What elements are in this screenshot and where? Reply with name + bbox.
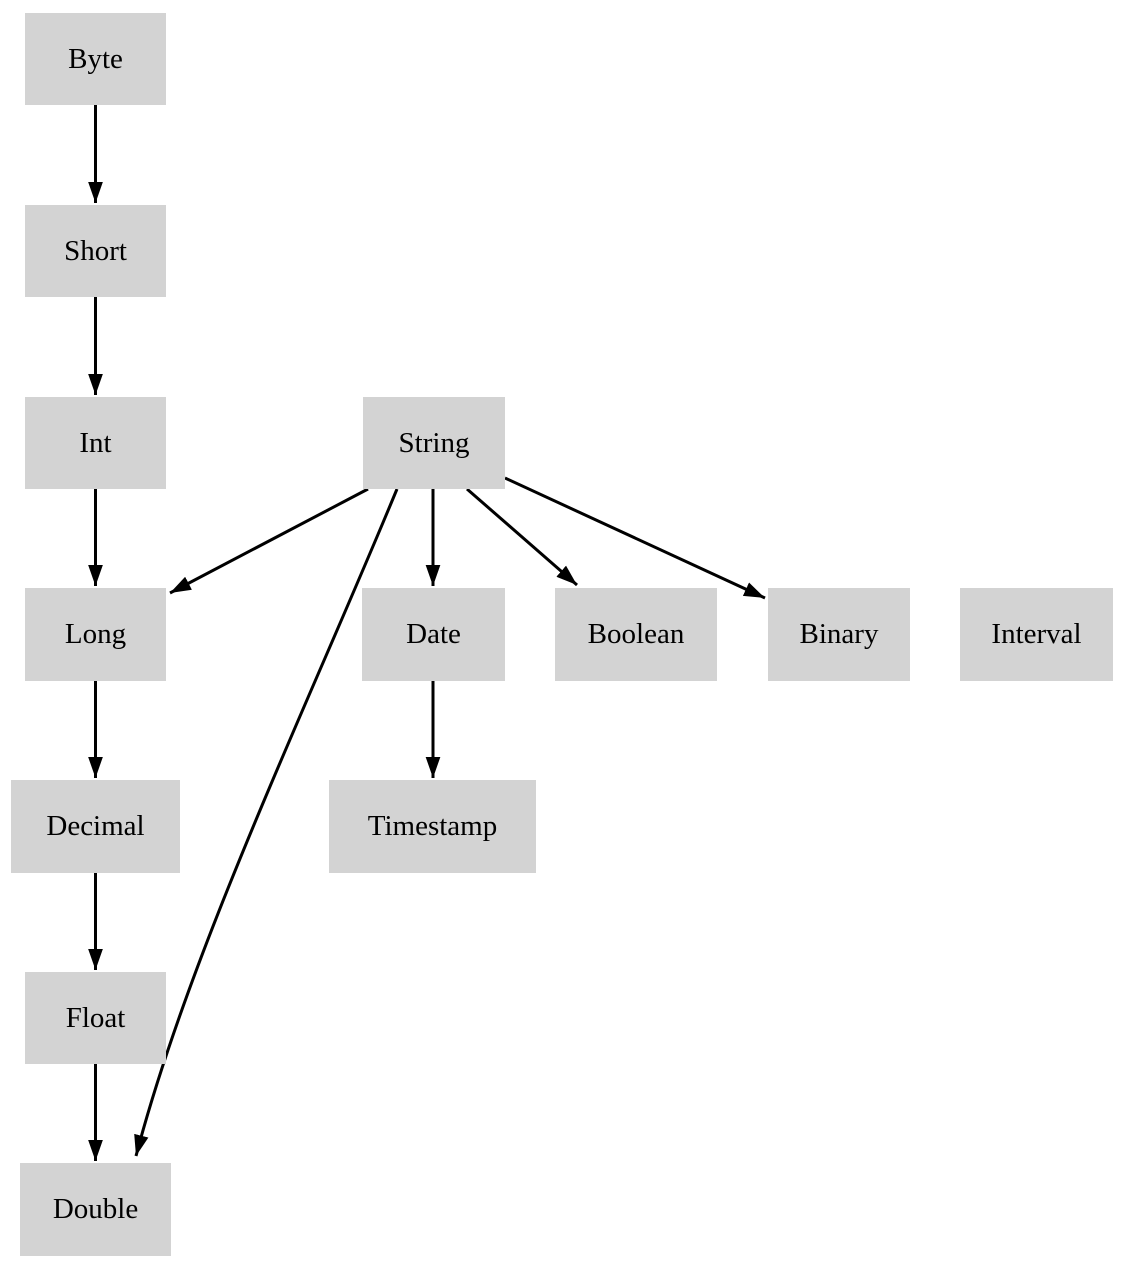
edge-string-long — [169, 487, 369, 595]
node-interval: Interval — [960, 588, 1113, 681]
edge-string-double — [134, 488, 399, 1157]
node-short: Short — [25, 205, 166, 297]
edge-string-boolean — [466, 487, 578, 587]
node-decimal: Decimal — [11, 780, 180, 873]
node-int: Int — [25, 397, 166, 489]
node-binary: Binary — [768, 588, 910, 681]
edge-string-binary — [504, 476, 766, 600]
node-long: Long — [25, 588, 166, 681]
node-float: Float — [25, 972, 166, 1064]
node-boolean: Boolean — [555, 588, 717, 681]
node-byte: Byte — [25, 13, 166, 105]
node-double: Double — [20, 1163, 171, 1256]
node-string: String — [363, 397, 505, 489]
node-date: Date — [362, 588, 505, 681]
node-timestamp: Timestamp — [329, 780, 536, 873]
